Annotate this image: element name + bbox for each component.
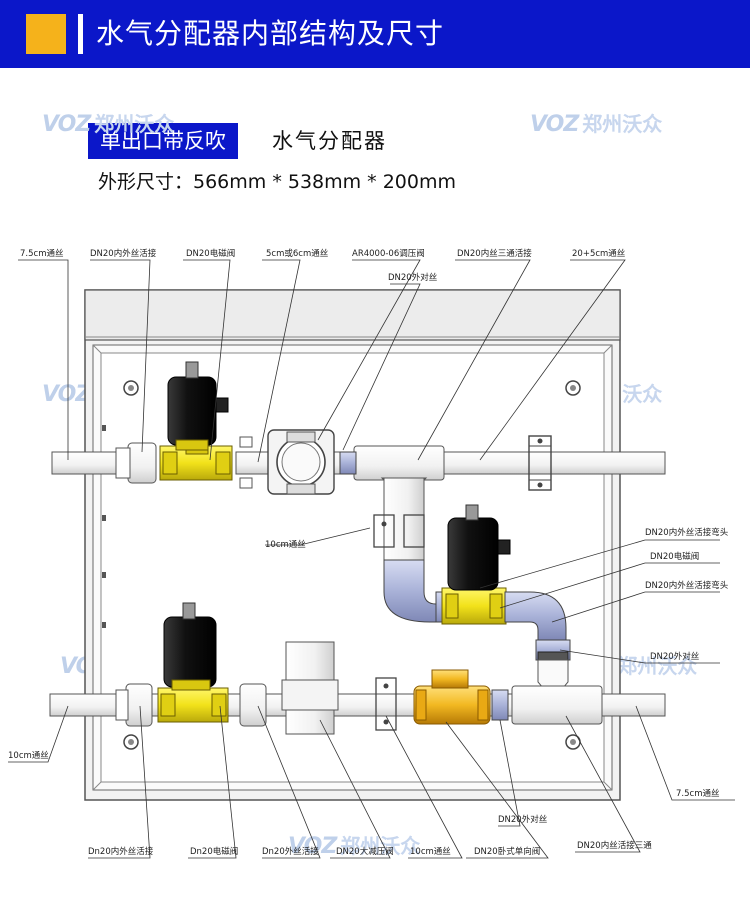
label-20-5cm-thread: 20+5cm通丝: [572, 249, 626, 259]
label-7-5cm-thread: 7.5cm通丝: [20, 249, 64, 259]
label-dn20-tee-top: DN20内丝三通活接: [457, 249, 532, 259]
label-dn20-valve-right: DN20电磁阀: [650, 552, 700, 562]
header-divider: [78, 14, 83, 54]
header-bar: 水气分配器内部结构及尺寸: [0, 0, 750, 68]
label-dn20-ext-right: DN20外对丝: [650, 652, 700, 662]
label-ar4000-regulator: AR4000-06调压阀: [352, 249, 425, 259]
label-dn20-valve-top: DN20电磁阀: [186, 249, 236, 259]
label-dn20-ext-top: DN20外对丝: [388, 273, 438, 283]
label-dn20-union-elbow-1: DN20内外丝活接弯头: [645, 528, 729, 538]
bottom-pipe-line: [49, 602, 666, 735]
label-dn20-union-bottom: Dn20内外丝活接: [88, 847, 154, 857]
label-dn20-reducer: DN20大减压阀: [336, 847, 394, 857]
subtitle-badge: 单出口带反吹: [88, 123, 238, 159]
label-dn20-union-top: DN20内外丝活接: [90, 249, 157, 259]
subtitle-name: 水气分配器: [272, 129, 387, 153]
label-dn20-ext-union-bottom: Dn20外丝活接: [262, 847, 319, 857]
label-dn20-ext-bottom: DN20外对丝: [498, 815, 548, 825]
label-7-5cm-thread-right: 7.5cm通丝: [676, 789, 720, 799]
label-10cm-thread-bottom: 10cm通丝: [410, 847, 451, 857]
leader-lines: [8, 259, 735, 859]
dimensions-text: 外形尺寸：566mm * 538mm * 200mm: [98, 171, 457, 193]
label-dn20-valve-bottom: Dn20电磁阀: [190, 847, 239, 857]
label-dn20-union-elbow-2: DN20内外丝活接弯头: [645, 581, 729, 591]
middle-branch: [373, 477, 571, 701]
header-accent-square: [26, 14, 66, 54]
label-10cm-thread-left: 10cm通丝: [8, 751, 49, 761]
page-title: 水气分配器内部结构及尺寸: [96, 17, 445, 50]
label-dn20-tee-bottom: DN20内丝活接三通: [577, 841, 652, 851]
label-dn20-check-valve: DN20卧式单向阀: [474, 847, 541, 857]
label-10cm-thread-mid: 10cm通丝: [265, 540, 306, 550]
top-pipe-line: [51, 361, 666, 501]
label-5-6cm-thread: 5cm或6cm通丝: [266, 249, 329, 259]
